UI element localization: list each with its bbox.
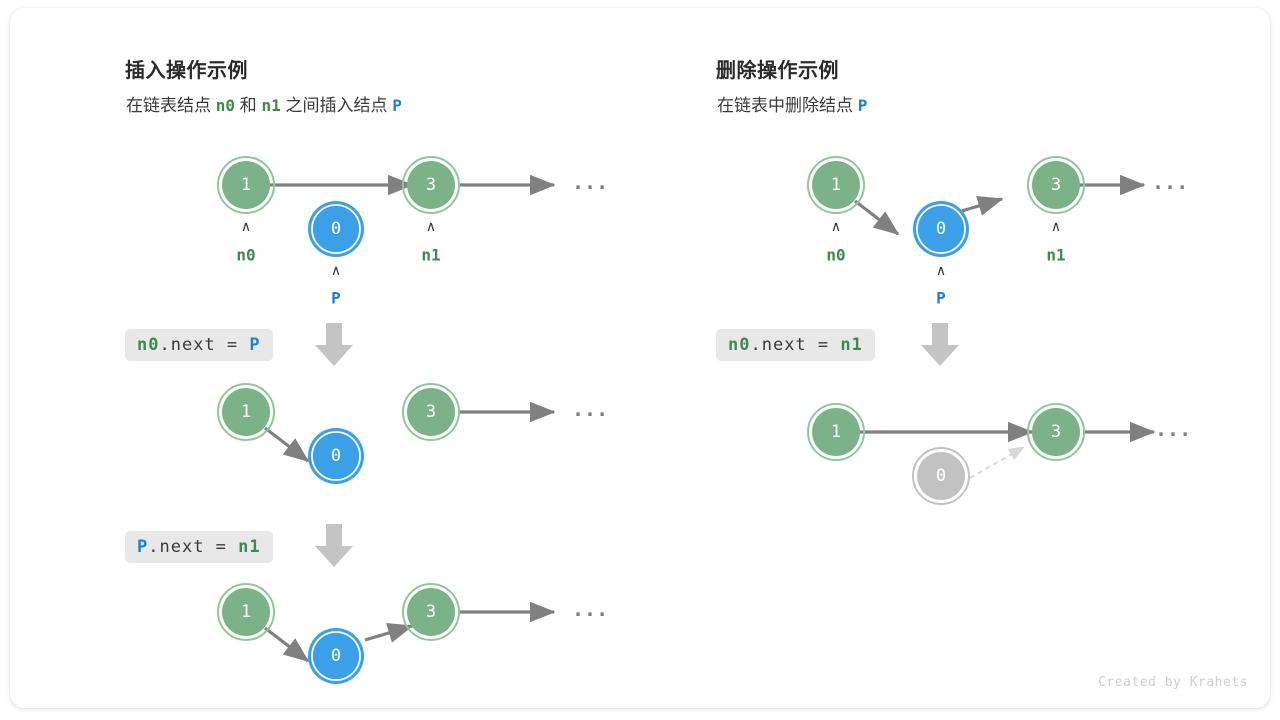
node-3: 3	[402, 383, 460, 441]
node-3: 3	[402, 156, 460, 214]
node-3: 3	[1027, 403, 1085, 461]
left-stage-1-diagram: 1 ∧ n0 0 ∧ P 3 ∧ n1 ...	[217, 156, 608, 308]
left-code-step-2: P.next = n1	[125, 531, 273, 563]
down-arrow-icon-left-1	[315, 323, 353, 366]
node-1: 1	[217, 383, 275, 441]
node-value: 3	[1051, 175, 1061, 195]
arrow-n0-to-p	[854, 199, 900, 236]
caret-icon-n1: ∧	[426, 218, 436, 234]
subtitle-token-p: P	[857, 96, 868, 115]
node-value: 0	[331, 446, 341, 466]
caret-icon-n0: ∧	[241, 218, 251, 234]
node-value: 0	[936, 219, 946, 239]
pointer-label-n1: n1	[421, 246, 440, 265]
node-1: 1	[807, 403, 865, 461]
node-value: 3	[426, 175, 436, 195]
node-0: 0	[308, 201, 364, 257]
right-panel-subtitle: 在链表中删除结点 P	[717, 91, 867, 116]
right-stage-2-diagram: 1 0 3 ...	[807, 403, 1191, 505]
code-token-n0: n0	[728, 335, 751, 355]
arrow-n0-to-p	[264, 626, 310, 663]
arrow-n0-to-p	[264, 426, 310, 463]
left-code-step-1: n0.next = P	[125, 329, 273, 361]
code-token-p: P	[249, 335, 261, 355]
node-0-deleted: 0	[912, 447, 970, 505]
caret-icon-p: ∧	[331, 262, 341, 278]
node-value: 1	[241, 602, 251, 622]
node-3: 3	[402, 583, 460, 641]
left-stage-3-diagram: 1 0 3 ...	[217, 583, 608, 684]
caret-icon-n1: ∧	[1051, 218, 1061, 234]
pointer-label-p: P	[936, 289, 946, 308]
code-token-next: .next =	[159, 335, 250, 355]
subtitle-text-3: 之间插入结点	[285, 96, 388, 115]
left-panel-title: 插入操作示例	[125, 60, 248, 82]
caret-icon-n0: ∧	[831, 218, 841, 234]
node-1: 1	[217, 583, 275, 641]
subtitle-text-1: 在链表结点	[126, 96, 211, 115]
arrow-deleted-p-to-n1	[969, 446, 1025, 479]
caret-icon-p: ∧	[936, 262, 946, 278]
node-value: 1	[241, 402, 251, 422]
node-value: 1	[241, 175, 251, 195]
down-arrow-icon-right-1	[921, 323, 959, 366]
arrow-p-to-n1	[364, 623, 414, 643]
code-token-next: .next =	[148, 537, 239, 557]
node-0: 0	[308, 628, 364, 684]
subtitle-token-n0: n0	[215, 96, 235, 115]
node-value: 3	[426, 402, 436, 422]
pointer-label-p: P	[331, 289, 341, 308]
subtitle-text-2: 和	[239, 96, 257, 115]
code-token-n1: n1	[238, 537, 261, 557]
node-1: 1	[807, 156, 865, 214]
pointer-label-n1: n1	[1046, 246, 1065, 265]
node-value: 0	[331, 646, 341, 666]
credit-label: Created by Krahets	[1098, 675, 1248, 690]
code-token-next: .next =	[750, 335, 841, 355]
right-stage-1-diagram: 1 ∧ n0 0 ∧ P 3 ∧ n1 ...	[807, 156, 1188, 308]
diagram-card: 插入操作示例 在链表结点 n0 和 n1 之间插入结点 P 1 ∧ n0	[10, 8, 1270, 708]
ellipsis-label: ...	[572, 597, 608, 621]
ellipsis-label: ...	[572, 170, 608, 194]
right-panel-title: 删除操作示例	[716, 60, 839, 82]
code-token-n1: n1	[840, 335, 863, 355]
down-arrow-icon-left-2	[315, 524, 353, 567]
node-value: 3	[426, 602, 436, 622]
node-value: 0	[936, 466, 946, 486]
node-0: 0	[913, 201, 969, 257]
code-token-n0: n0	[137, 335, 160, 355]
ellipsis-label: ...	[1155, 417, 1191, 441]
node-0: 0	[308, 428, 364, 484]
node-value: 1	[831, 175, 841, 195]
left-panel-subtitle: 在链表结点 n0 和 n1 之间插入结点 P	[126, 91, 402, 116]
ellipsis-label: ...	[1152, 170, 1188, 194]
node-3: 3	[1027, 156, 1085, 214]
subtitle-token-p: P	[392, 96, 402, 115]
ellipsis-label: ...	[572, 397, 608, 421]
subtitle-token-n1: n1	[261, 96, 281, 115]
node-value: 0	[331, 219, 341, 239]
arrow-p-to-n1	[954, 196, 1004, 216]
node-1: 1	[217, 156, 275, 214]
pointer-label-n0: n0	[236, 246, 255, 265]
left-stage-2-diagram: 1 0 3 ...	[217, 383, 608, 484]
node-value: 3	[1051, 422, 1061, 442]
subtitle-text-1: 在链表中删除结点	[717, 96, 853, 115]
code-token-p: P	[137, 537, 149, 557]
node-value: 1	[831, 422, 841, 442]
right-code-step-1: n0.next = n1	[716, 329, 875, 361]
pointer-label-n0: n0	[826, 246, 845, 265]
